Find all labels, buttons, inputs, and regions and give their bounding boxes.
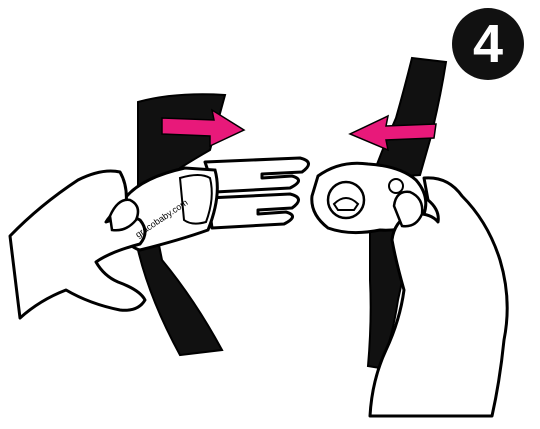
buckle-tongue-upper [205, 158, 309, 192]
step-number: 4 [473, 17, 503, 71]
buckle-tongue-lower [208, 194, 299, 228]
buckle-release-button [328, 182, 364, 218]
buckle-side-nub [389, 179, 403, 193]
step-number-badge: 4 [452, 8, 524, 80]
left-hand [10, 171, 145, 318]
